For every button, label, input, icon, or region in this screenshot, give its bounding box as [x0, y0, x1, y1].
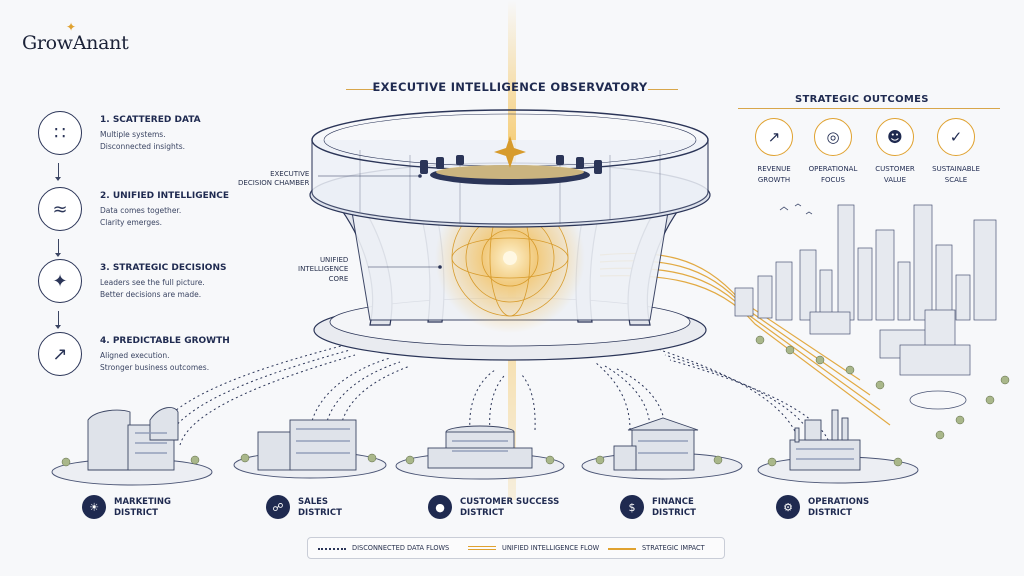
outcomes-rule: [738, 108, 1000, 109]
district-label: FINANCE: [652, 497, 694, 507]
logo-spark-icon: ✦: [66, 20, 76, 34]
outcome-label: REVENUE: [757, 165, 791, 173]
outcome-label: FOCUS: [821, 175, 845, 184]
legend: DISCONNECTED DATA FLOWS UNIFIED INTELLIG…: [307, 537, 725, 559]
compass-emblem: [494, 136, 526, 168]
step-line: Multiple systems.: [100, 130, 166, 139]
step-arrow: [55, 239, 61, 257]
step-title: 1. SCATTERED DATA: [100, 115, 201, 125]
scattered-dots-icon: ∷: [38, 111, 82, 155]
outcome-label: SUSTAINABLE: [932, 165, 980, 173]
handshake-icon: ☍: [266, 495, 290, 519]
title-rule-left: [346, 89, 376, 90]
legend-impact: STRATEGIC IMPACT: [642, 544, 705, 552]
outcome-label: VALUE: [883, 175, 907, 184]
outcome-label: GROWTH: [757, 175, 791, 184]
gear-icon: ⚙: [776, 495, 800, 519]
page-title: EXECUTIVE INTELLIGENCE OBSERVATORY: [372, 80, 648, 94]
dollar-icon: $: [620, 495, 644, 519]
city-trees: [755, 335, 1010, 440]
step-line: Stronger business outcomes.: [100, 363, 210, 372]
core-callout-line: INTELLIGENCE: [298, 265, 349, 274]
outcome-sustainable-scale: ✓ SUSTAINABLE SCALE: [924, 118, 988, 185]
compass-star-icon: ✦: [38, 259, 82, 303]
district-buildings: [87, 407, 861, 471]
revenue-chart-icon: ↗: [755, 118, 793, 156]
brand-logo[interactable]: ✦ GrowAnant: [22, 20, 129, 54]
legend-double-swatch: [468, 546, 496, 550]
district-label: MARKETING: [114, 497, 172, 507]
chamber-callout-line: DECISION CHAMBER: [238, 179, 310, 188]
outcome-customer-value: ☻ CUSTOMER VALUE: [863, 118, 927, 185]
district-label: SALES: [298, 497, 329, 507]
step-line: Better decisions are made.: [100, 290, 202, 299]
legend-solid-swatch: [608, 548, 636, 550]
core-callout: UNIFIED INTELLIGENCE CORE: [298, 256, 348, 284]
target-icon: ◎: [814, 118, 852, 156]
legend-disconnected: DISCONNECTED DATA FLOWS: [352, 544, 450, 552]
group-icon: ●: [428, 495, 452, 519]
people-icon: ☻: [876, 118, 914, 156]
step-title: 3. STRATEGIC DECISIONS: [100, 263, 227, 273]
step-scattered-data: ∷ 1. SCATTERED DATA Multiple systems. Di…: [38, 111, 268, 163]
step-title: 2. UNIFIED INTELLIGENCE: [100, 191, 230, 201]
city-skyline: [734, 204, 997, 376]
brand-name: GrowAnant: [22, 32, 129, 54]
step-strategic-decisions: ✦ 3. STRATEGIC DECISIONS Leaders see the…: [38, 259, 268, 311]
legend-dotted-swatch: [318, 548, 346, 550]
step-line: Disconnected insights.: [100, 142, 185, 151]
core-callout-line: UNIFIED: [319, 256, 349, 264]
flow-lines-icon: ≈: [38, 187, 82, 231]
step-title: 4. PREDICTABLE GROWTH: [100, 336, 230, 346]
title-rule-right: [648, 89, 678, 90]
growth-chart-icon: ↗: [38, 332, 82, 376]
step-line: Leaders see the full picture.: [100, 278, 205, 287]
step-predictable-growth: ↗ 4. PREDICTABLE GROWTH Aligned executio…: [38, 332, 268, 384]
step-arrow: [55, 311, 61, 329]
city-plaza: [909, 390, 967, 410]
district-label: DISTRICT: [298, 508, 342, 519]
district-windows: [135, 428, 854, 460]
district-label: DISTRICT: [652, 508, 696, 519]
district-label: CUSTOMER SUCCESS: [460, 497, 560, 507]
step-line: Clarity emerges.: [100, 218, 162, 227]
district-label: DISTRICT: [808, 508, 852, 519]
lightbulb-icon: ☀: [82, 495, 106, 519]
step-unified-intelligence: ≈ 2. UNIFIED INTELLIGENCE Data comes tog…: [38, 187, 268, 239]
legend-unified: UNIFIED INTELLIGENCE FLOW: [502, 544, 600, 552]
chairs: [420, 155, 602, 174]
outcome-operational-focus: ◎ OPERATIONAL FOCUS: [801, 118, 865, 185]
outcome-label: OPERATIONAL: [808, 165, 858, 173]
district-label: DISTRICT: [460, 508, 504, 519]
birds: [779, 203, 813, 215]
chamber-callout: EXECUTIVE DECISION CHAMBER: [238, 170, 309, 189]
chamber-callout-line: EXECUTIVE: [270, 170, 310, 178]
step-line: Aligned execution.: [100, 351, 170, 360]
core-callout-line: CORE: [328, 274, 349, 283]
shield-check-icon: ✓: [937, 118, 975, 156]
step-arrow: [55, 163, 61, 181]
district-label: OPERATIONS: [808, 497, 870, 507]
outcome-revenue-growth: ↗ REVENUE GROWTH: [742, 118, 806, 185]
district-label: DISTRICT: [114, 508, 158, 519]
step-line: Data comes together.: [100, 206, 182, 215]
outcome-label: CUSTOMER: [875, 165, 915, 173]
outcomes-title: STRATEGIC OUTCOMES: [795, 94, 929, 105]
district-trees: [61, 453, 903, 467]
outcome-label: SCALE: [944, 175, 968, 184]
